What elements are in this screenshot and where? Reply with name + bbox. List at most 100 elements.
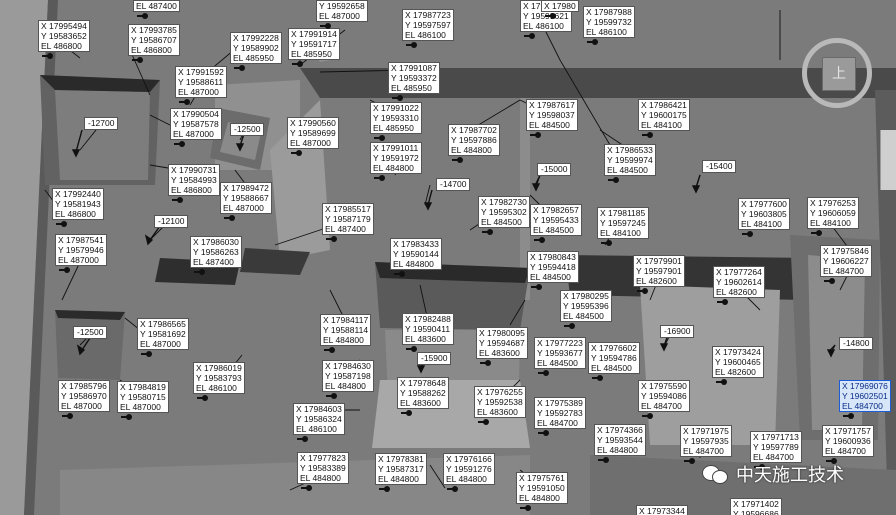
coordinate-el-value: EL 487000 [223,203,264,213]
coordinate-tag[interactable]: EL 487400 [133,0,180,12]
elevation-label[interactable]: -15400 [702,160,737,173]
coordinate-el-value: EL 484700 [683,446,724,456]
coordinate-x-value: X 17982730 [481,197,527,207]
coordinate-y-value: Y 19583389 [300,463,346,473]
coordinate-tag[interactable]: X 17973344 [636,505,688,515]
coordinate-y-value: Y 19594786 [591,353,637,363]
elevation-label[interactable]: -12500 [230,123,265,136]
elevation-label[interactable]: -14700 [436,178,471,191]
coordinate-y-value: Y 19592658 [319,1,365,11]
elevation-label[interactable]: -12700 [84,117,119,130]
coordinate-y-value: Y 19600175 [641,110,687,120]
navigation-bar-edge[interactable] [880,130,896,190]
coordinate-x-value: X 17976255 [477,387,523,397]
elevation-label[interactable]: -16900 [660,325,695,338]
viewcube-top-face[interactable]: 上 [822,57,856,91]
elevation-label[interactable]: -15900 [417,352,452,365]
coordinate-el-value: EL 482600 [716,287,757,297]
coordinate-y-value: Y 19589699 [290,128,336,138]
coordinate-y-value: Y 19588262 [400,388,446,398]
survey-point-marker [598,457,611,463]
coordinate-x-value: X 17980843 [530,252,576,262]
elevation-label[interactable]: -12500 [73,326,108,339]
survey-point-marker [172,197,185,203]
viewcube-compass-ring[interactable] [802,38,872,108]
coordinate-x-value: X 17971402 [733,499,779,509]
coordinate-y-value: Y 19586970 [61,391,107,401]
survey-point-marker [637,288,650,294]
survey-point-marker [524,33,537,39]
survey-point-marker [301,485,314,491]
elevation-label[interactable]: -14800 [839,337,874,350]
elevation-label[interactable]: -12100 [154,215,189,228]
elevation-label[interactable]: -15000 [537,163,572,176]
coordinate-tag[interactable]: X 17980 [541,0,579,12]
coordinate-y-value: Y 19587317 [378,464,424,474]
coordinate-x-value: X 17985517 [325,204,371,214]
viewcube[interactable]: 上 [796,36,882,110]
